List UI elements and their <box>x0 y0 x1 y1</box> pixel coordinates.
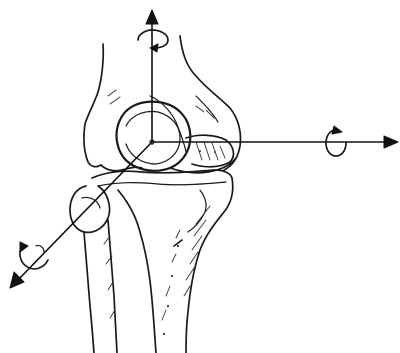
tibia-hatch-9 <box>166 286 170 296</box>
tibia-hatch-2 <box>194 220 206 236</box>
tibia-lateral-head <box>186 178 233 353</box>
tibia-hatch-6 <box>184 286 190 296</box>
tibia-medial-edge <box>118 190 156 353</box>
rotation-axes <box>10 10 398 288</box>
fibula-shaft-outer <box>84 232 94 353</box>
vertical-rotation-icon <box>138 30 168 48</box>
facet-hatch-4 <box>220 146 225 158</box>
tibia-dot-3 <box>177 245 179 247</box>
facet-dot-1 <box>199 150 201 152</box>
horizontal-rotation-arrowhead <box>332 126 342 134</box>
tibia-hatch-1 <box>196 206 210 224</box>
tibia-hatch-8 <box>172 254 176 262</box>
femur-shading-3 <box>196 106 204 112</box>
oblique-rotation-tail <box>36 245 44 252</box>
tibial-plateau-rim <box>98 182 226 186</box>
horizontal-rotation-icon <box>326 130 346 156</box>
fibula-shaft-inner <box>108 220 117 353</box>
patella-inner-outline <box>126 112 180 164</box>
vertical-axis-arrowhead <box>146 10 158 24</box>
tibia-hatch-10 <box>162 310 166 320</box>
oblique-axis-arrowhead <box>10 272 24 288</box>
tibial-tuberosity <box>188 190 206 232</box>
tibia-hatch-7 <box>176 230 180 238</box>
femur-shaft-left-edge <box>84 44 103 167</box>
femur-shading-2 <box>110 97 120 104</box>
tibia <box>92 170 233 353</box>
tibia-dot-1 <box>171 275 173 277</box>
fibula-hatch-3 <box>108 282 113 290</box>
patella-articular-facet <box>186 135 233 167</box>
facet-hatch-2 <box>204 142 210 160</box>
fibula <box>70 186 117 353</box>
tibia-dot-2 <box>167 305 169 307</box>
femur-shaft-right-edge <box>180 36 241 170</box>
tibia-dot-4 <box>163 333 165 335</box>
oblique-rotation-arrowhead <box>20 242 28 252</box>
horizontal-axis-arrowhead <box>384 136 398 148</box>
facet-dot-2 <box>214 151 216 153</box>
femur <box>84 36 241 173</box>
femur-shading-1 <box>108 90 116 96</box>
